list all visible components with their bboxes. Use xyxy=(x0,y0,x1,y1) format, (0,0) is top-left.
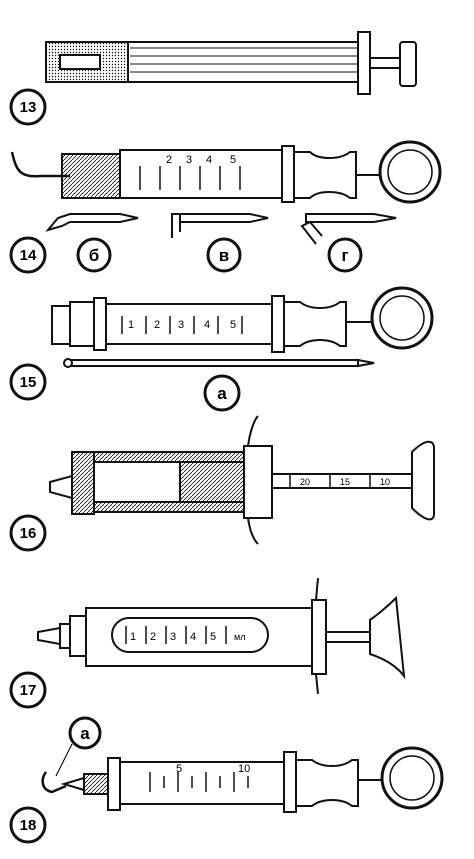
figure-number-17: 17 xyxy=(9,671,47,709)
syringe-14 xyxy=(10,140,442,204)
scale-label-15: 1 xyxy=(128,319,134,331)
figure-number-13: 13 xyxy=(9,88,47,126)
figure-number-16: 16 xyxy=(9,514,47,552)
figure-number-18: 18 xyxy=(9,806,47,844)
syringe-13 xyxy=(45,31,417,95)
scale-label-15: 5 xyxy=(230,319,236,331)
scale-ticks-18 xyxy=(149,772,249,792)
scale-label-15: 3 xyxy=(178,319,184,331)
scale-ticks-14 xyxy=(139,166,241,190)
syringe-15 xyxy=(51,286,434,353)
syringe-17 xyxy=(37,577,406,695)
svg-text:15: 15 xyxy=(20,374,37,391)
svg-text:а: а xyxy=(80,724,90,743)
scale-label-14: 2 xyxy=(166,154,172,166)
scale-label-18: 5 xyxy=(176,763,182,775)
scale-label-14: 4 xyxy=(206,154,212,166)
scale-label-17: 4 xyxy=(190,631,196,643)
tip-g xyxy=(300,213,397,245)
tip-b xyxy=(45,213,139,232)
figure-number-14: 14 xyxy=(9,236,47,274)
svg-text:б: б xyxy=(89,246,100,265)
part-label-a-18: а xyxy=(68,716,102,750)
leader-line-18 xyxy=(55,743,73,777)
part-label-g: г xyxy=(327,237,363,273)
svg-text:16: 16 xyxy=(20,525,37,542)
svg-text:14: 14 xyxy=(20,247,37,264)
scale-label-15: 2 xyxy=(154,319,160,331)
scale-unit-17: мл xyxy=(234,632,245,642)
mandrin-15 xyxy=(63,358,375,368)
part-label-a-15: а xyxy=(203,374,241,412)
figure-number-15: 15 xyxy=(9,363,47,401)
scale-label-15: 4 xyxy=(204,319,210,331)
scale-label-16: 15 xyxy=(340,477,350,487)
svg-text:в: в xyxy=(219,246,229,265)
scale-label-18: 10 xyxy=(238,763,250,775)
svg-text:18: 18 xyxy=(20,817,37,834)
part-label-v: в xyxy=(206,237,242,273)
svg-text:17: 17 xyxy=(20,682,37,699)
svg-text:а: а xyxy=(217,384,227,403)
scale-label-16: 20 xyxy=(300,477,310,487)
syringe-18 xyxy=(41,746,444,813)
tip-v xyxy=(171,213,269,238)
scale-label-14: 3 xyxy=(186,154,192,166)
scale-label-16: 10 xyxy=(380,477,390,487)
scale-ticks-15 xyxy=(121,316,243,334)
part-label-b: б xyxy=(76,237,112,273)
scale-label-14: 5 xyxy=(230,154,236,166)
scale-label-17: 2 xyxy=(150,631,156,643)
scale-ticks-17 xyxy=(125,626,227,644)
svg-text:г: г xyxy=(341,246,348,265)
scale-label-17: 3 xyxy=(170,631,176,643)
scale-label-17: 1 xyxy=(130,631,136,643)
syringe-16 xyxy=(49,415,435,545)
svg-text:13: 13 xyxy=(20,99,37,116)
scale-label-17: 5 xyxy=(210,631,216,643)
